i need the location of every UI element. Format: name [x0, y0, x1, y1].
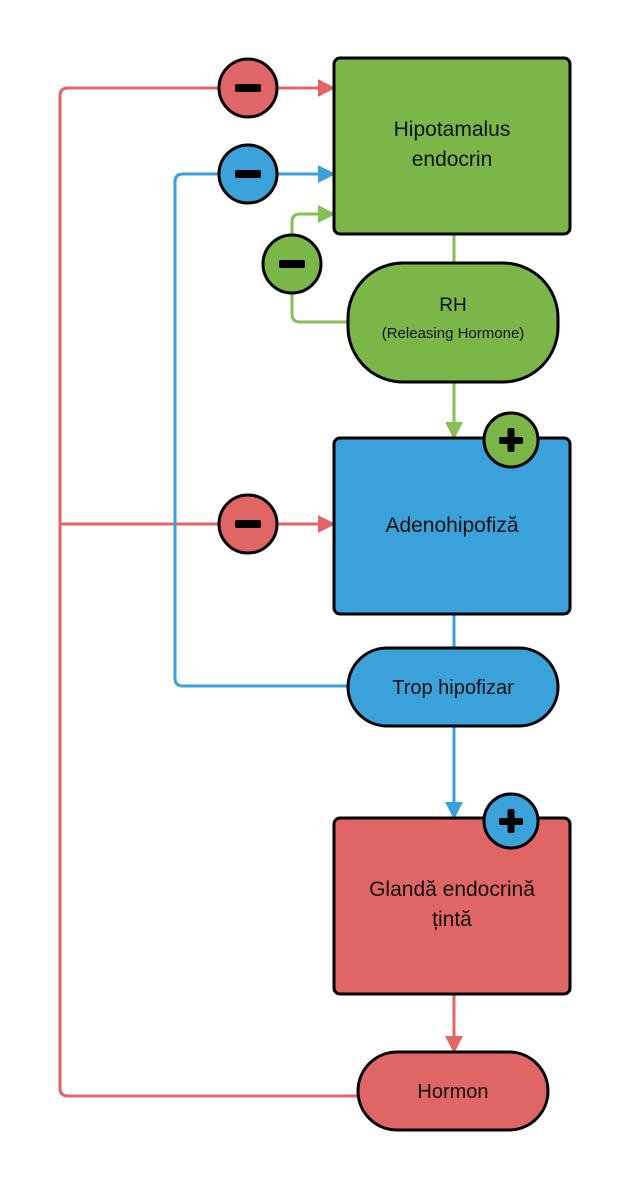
trop-node: Trop hipofizar: [346, 646, 560, 728]
hypothalamus-label-line2: endocrin: [412, 148, 493, 171]
rh-node: RH (Releasing Hormone): [346, 261, 560, 384]
red-loop-line: [58, 79, 358, 1098]
target-gland-label-line2: țintă: [432, 908, 472, 931]
hypothalamus-label-line1: Hipotamalus: [394, 118, 511, 141]
adenohypophysis-node: Adenohipofiză: [332, 436, 572, 616]
blue-feedback-line: [173, 165, 350, 688]
hypothalamus-box: [332, 56, 572, 236]
hormone-pill: [356, 1050, 550, 1132]
rh-label-line2: (Releasing Hormone): [382, 325, 525, 342]
minus-sign-red-top: [217, 57, 279, 119]
trop-pill: [346, 646, 560, 728]
adenohypophysis-label: Adenohipofiză: [385, 514, 518, 537]
plus-sign-blue: [482, 792, 540, 850]
minus-sign-blue: [217, 143, 279, 205]
adenohypophysis-box: [332, 436, 572, 616]
target-gland-box: [332, 816, 572, 996]
minus-sign-green: [261, 233, 323, 295]
hypothalamus-node: Hipotamalus endocrin: [332, 56, 572, 236]
hormone-label: Hormon: [417, 1081, 488, 1103]
trop-label: Trop hipofizar: [392, 677, 514, 699]
red-feedback-loop: [58, 79, 358, 1098]
hormone-node: Hormon: [356, 1050, 550, 1132]
plus-sign-green: [482, 411, 540, 469]
rh-pill: [346, 261, 560, 384]
minus-sign-red-middle: [217, 493, 279, 555]
target-gland-node: Glandă endocrină țintă: [332, 816, 572, 996]
rh-label-line1: RH: [439, 295, 466, 316]
target-gland-label-line1: Glandă endocrină: [369, 878, 535, 901]
